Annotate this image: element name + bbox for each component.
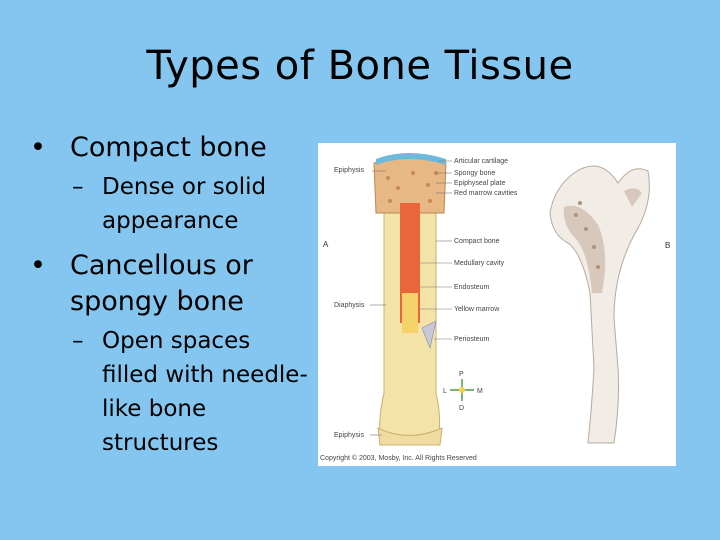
label-red-marrow: Red marrow cavities bbox=[454, 190, 518, 197]
sub-bullet-cancellous: – Open spaces filled with needle-like bo… bbox=[72, 324, 310, 460]
bullet-dot: • bbox=[30, 250, 46, 281]
orientation-compass: P L M D bbox=[443, 371, 483, 412]
label-periosteum: Periosteum bbox=[454, 336, 490, 343]
sub-bullet-dash: – bbox=[72, 328, 84, 354]
copyright-notice: Copyright © 2003, Mosby, Inc. All Rights… bbox=[320, 454, 477, 462]
bullet-cancellous-bone: • Cancellous or spongy bone bbox=[30, 248, 310, 320]
compass-d: D bbox=[459, 405, 464, 412]
sub-bullet-compact: – Dense or solid appearance bbox=[72, 170, 310, 238]
femur-photo bbox=[549, 165, 650, 444]
bullet-text: Cancellous or spongy bone bbox=[70, 250, 253, 317]
bullet-compact-bone: • Compact bone bbox=[30, 130, 310, 166]
label-articular-cartilage: Articular cartilage bbox=[454, 158, 508, 165]
sub-bullet-text: Open spaces filled with needle-like bone… bbox=[102, 328, 308, 456]
bullet-list: • Compact bone – Dense or solid appearan… bbox=[30, 130, 310, 470]
bullet-text: Compact bone bbox=[70, 132, 267, 163]
compass-p: P bbox=[459, 371, 464, 378]
label-spongy-bone: Spongy bone bbox=[454, 170, 495, 177]
bone-diagram: Epiphysis Diaphysis Epiphysis A Articula… bbox=[320, 153, 670, 462]
compass-l: L bbox=[443, 388, 447, 395]
label-epiphysis-top: Epiphysis bbox=[334, 167, 364, 174]
label-diaphysis: Diaphysis bbox=[334, 302, 365, 309]
label-epiphyseal-plate: Epiphyseal plate bbox=[454, 180, 505, 187]
bullet-dot: • bbox=[30, 132, 46, 163]
label-compact-bone: Compact bone bbox=[454, 238, 500, 245]
label-epiphysis-bottom: Epiphysis bbox=[334, 432, 364, 439]
panel-letter-b: B bbox=[665, 241, 670, 250]
slide-title: Types of Bone Tissue bbox=[146, 43, 574, 89]
sub-bullet-text: Dense or solid appearance bbox=[102, 174, 267, 234]
long-bone-illustration bbox=[373, 153, 447, 446]
panel-letter-a: A bbox=[323, 240, 329, 249]
label-medullary-cavity: Medullary cavity bbox=[454, 260, 505, 267]
label-endosteum: Endosteum bbox=[454, 284, 490, 291]
sub-bullet-dash: – bbox=[72, 174, 84, 200]
long-bone-figure: Epiphysis Diaphysis Epiphysis A Articula… bbox=[318, 143, 676, 466]
label-yellow-marrow: Yellow marrow bbox=[454, 306, 500, 313]
compass-m: M bbox=[477, 388, 483, 395]
